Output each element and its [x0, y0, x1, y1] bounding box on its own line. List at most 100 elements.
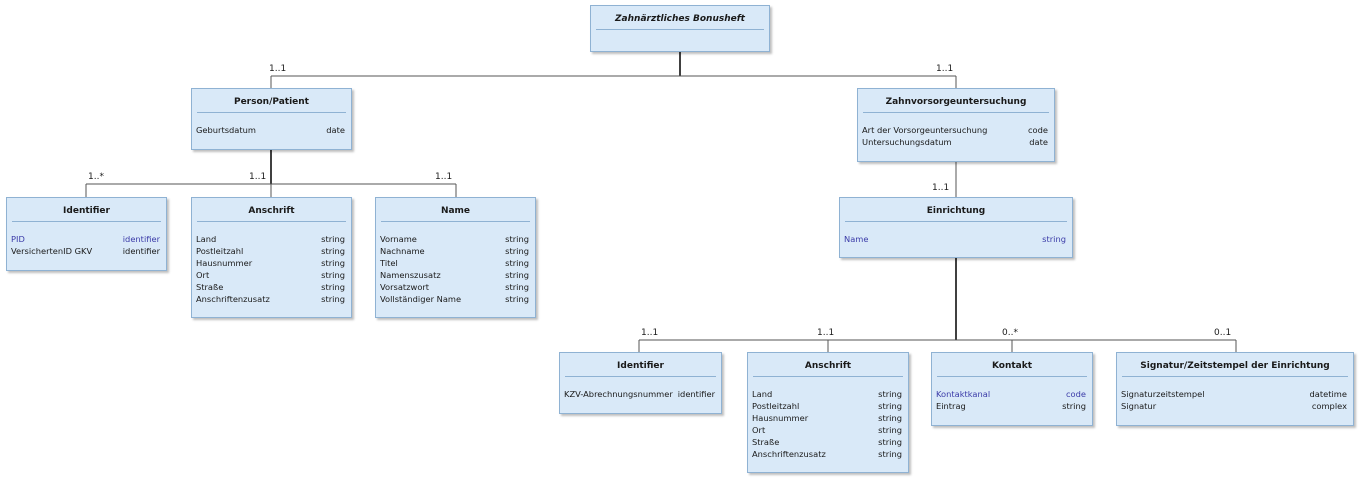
attribute-type: identifier — [122, 246, 160, 256]
attribute-type: code — [1065, 389, 1086, 399]
attribute-name: KZV-Abrechnungsnummer — [564, 389, 673, 399]
attribute-name: Art der Vorsorgeuntersuchung — [862, 125, 988, 135]
attribute-name: Ort — [196, 270, 210, 280]
attribute-row: Geburtsdatum date — [196, 124, 345, 136]
attribute-name: Vollständiger Name — [380, 294, 462, 304]
class-title: Kontakt — [991, 361, 1033, 371]
attribute-name: Ort — [752, 425, 766, 435]
attribute-type: string — [505, 270, 529, 280]
attribute-name: Land — [196, 234, 217, 244]
class-title: Anschrift — [804, 361, 852, 371]
attribute-type: string — [321, 294, 345, 304]
class-title: Signatur/Zeitstempel der Einrichtung — [1140, 361, 1330, 371]
attribute-type: string — [321, 258, 345, 268]
attribute-type: identifier — [677, 389, 715, 399]
attribute-type: string — [878, 401, 902, 411]
attribute-type: datetime — [1309, 389, 1347, 399]
multiplicity-identifier-einrichtung: 1..1 — [641, 328, 659, 338]
attribute-row: Vorname string — [380, 233, 529, 245]
attribute-row: Hausnummer string — [752, 412, 902, 424]
class-divider — [197, 112, 346, 113]
attribute-type: string — [505, 282, 529, 292]
attribute-name: Straße — [196, 282, 224, 292]
attribute-row: Eintrag string — [936, 400, 1086, 412]
class-divider — [1122, 376, 1348, 377]
multiplicity-anschrift-einrichtung: 1..1 — [817, 328, 835, 338]
attribute-type: date — [326, 125, 345, 135]
attribute-type: string — [505, 246, 529, 256]
attribute-name: Land — [752, 389, 773, 399]
class-title: Identifier — [617, 361, 664, 371]
multiplicity-anschrift-person: 1..1 — [249, 172, 267, 182]
class-divider — [381, 221, 530, 222]
class-title: Name — [440, 206, 471, 216]
class-divider — [596, 29, 764, 30]
class-box-signatur-zeitstempel[interactable]: Signatur/Zeitstempel der Einrichtung Sig… — [1116, 352, 1354, 426]
attribute-name: PID — [11, 234, 25, 244]
attribute-type: string — [1062, 401, 1086, 411]
attribute-row: Ort string — [752, 424, 902, 436]
class-box-person-patient[interactable]: Person/Patient Geburtsdatum date — [191, 88, 352, 150]
attribute-name: Eintrag — [936, 401, 966, 411]
attribute-type: string — [878, 449, 902, 459]
attribute-name: Straße — [752, 437, 780, 447]
attribute-type: string — [878, 413, 902, 423]
attribute-row: Kontaktkanal code — [936, 388, 1086, 400]
class-divider — [197, 221, 346, 222]
class-divider — [12, 221, 161, 222]
attribute-row: Land string — [196, 233, 345, 245]
multiplicity-identifier-person: 1..* — [88, 172, 104, 182]
attribute-name: Vorname — [380, 234, 417, 244]
class-title: Identifier — [63, 206, 110, 216]
attribute-type: string — [505, 234, 529, 244]
attribute-row: PID identifier — [11, 233, 160, 245]
class-title: Zahnvorsorgeuntersuchung — [885, 97, 1027, 107]
class-divider — [863, 112, 1049, 113]
attribute-row: Vorsatzwort string — [380, 281, 529, 293]
attribute-type: string — [878, 437, 902, 447]
multiplicity-vorsorge: 1..1 — [936, 64, 954, 74]
attribute-list: KZV-Abrechnungsnummer identifier — [564, 388, 715, 400]
multiplicity-name: 1..1 — [435, 172, 453, 182]
class-title: Anschrift — [248, 206, 295, 216]
class-box-zahnaerztliches-bonusheft[interactable]: Zahnärztliches Bonusheft — [590, 5, 770, 52]
class-divider — [565, 376, 716, 377]
multiplicity-kontakt: 0..* — [1002, 328, 1018, 338]
attribute-name: Postleitzahl — [752, 401, 800, 411]
attribute-type: string — [321, 234, 345, 244]
class-box-zahnvorsorgeuntersuchung[interactable]: Zahnvorsorgeuntersuchung Art der Vorsorg… — [857, 88, 1055, 162]
attribute-name: Vorsatzwort — [380, 282, 430, 292]
multiplicity-einrichtung: 1..1 — [932, 183, 950, 193]
attribute-name: Geburtsdatum — [196, 125, 256, 135]
attribute-name: Kontaktkanal — [936, 389, 991, 399]
class-title: Person/Patient — [233, 97, 309, 107]
attribute-type: string — [878, 425, 902, 435]
attribute-name: Hausnummer — [752, 413, 809, 423]
attribute-type: identifier — [122, 234, 160, 244]
class-box-identifier-einrichtung[interactable]: Identifier KZV-Abrechnungsnummer identifi… — [559, 352, 722, 414]
